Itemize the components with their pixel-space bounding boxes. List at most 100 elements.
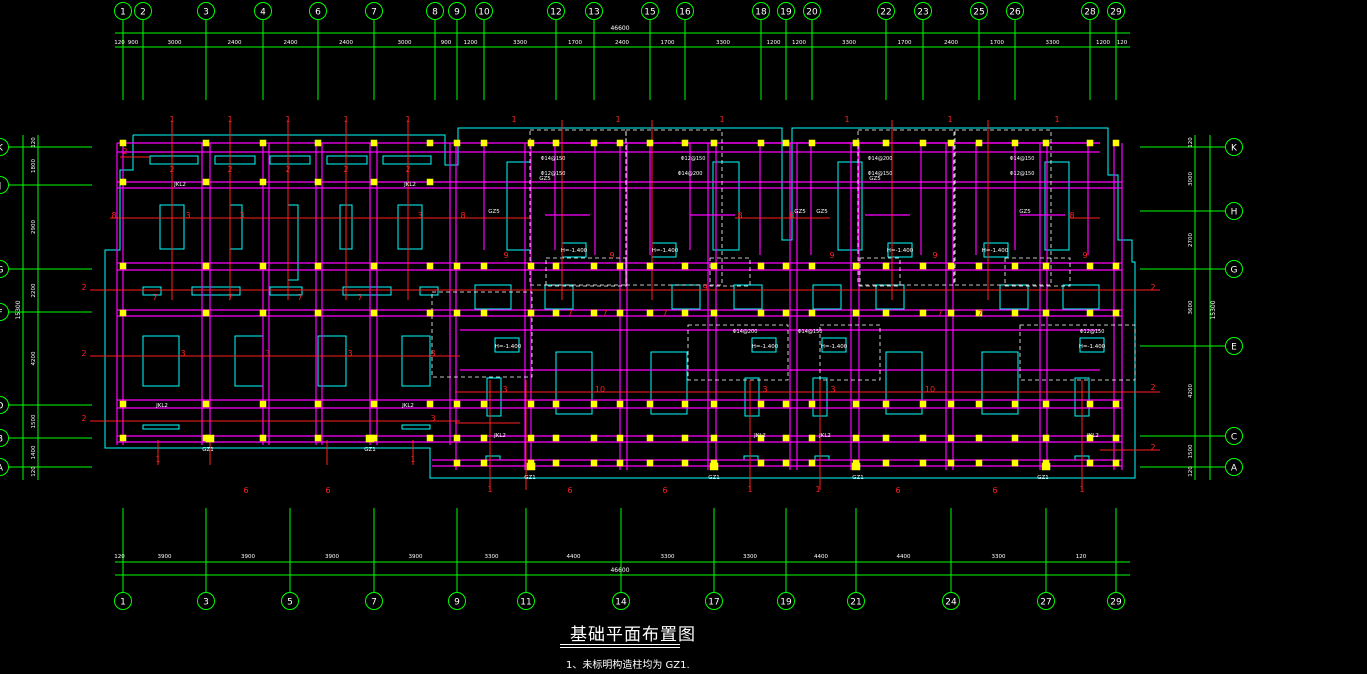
right-dim-1: 3000 — [1188, 172, 1194, 186]
column-18-2 — [852, 262, 860, 270]
right-dim-2: 2700 — [1188, 233, 1194, 247]
column-22-5 — [975, 434, 983, 442]
bottom-dim-5: 3300 — [485, 554, 499, 560]
wall-opening-32 — [342, 286, 392, 296]
wall-opening-24 — [733, 284, 763, 310]
top-axis-10-circle — [475, 2, 493, 20]
top-axis-29-circle — [1107, 2, 1125, 20]
pier-label-a-8: 1 — [844, 115, 849, 124]
pier-label-b-10: 2 — [343, 165, 348, 174]
wall-opening-51 — [821, 337, 847, 353]
elev-tag-3: H=-1.400 — [982, 248, 1009, 254]
column-12-5 — [646, 434, 654, 442]
dashed-openings — [431, 129, 1136, 381]
left-axis-B-circle — [0, 429, 9, 447]
top-axis-1-circle — [114, 2, 132, 20]
column-2-0 — [259, 139, 267, 147]
wall-opening-13 — [555, 351, 593, 415]
bottom-axis-24-label: 24 — [945, 598, 957, 608]
column-13-0 — [681, 139, 689, 147]
column-26-6 — [1112, 459, 1120, 467]
column-21-2 — [947, 262, 955, 270]
column-7-4 — [480, 400, 488, 408]
jkl-tag-0: JKL2 — [173, 182, 186, 188]
left-axis-G-label: G — [0, 266, 4, 276]
column-20-4 — [919, 400, 927, 408]
pier-label-g-8: 7 — [977, 309, 982, 318]
column-11-0 — [616, 139, 624, 147]
top-axis-8-circle — [426, 2, 444, 20]
top-axis-19-circle — [777, 2, 795, 20]
column-14-3 — [710, 309, 718, 317]
column-4-4 — [370, 400, 378, 408]
pier-label-f-1: 10 — [925, 385, 935, 394]
top-axis-12-circle — [547, 2, 565, 20]
column-0-5 — [119, 434, 127, 442]
wall-opening-18 — [744, 377, 760, 417]
rebar-tag-2: Φ14@200 — [868, 156, 893, 162]
pier-label-a-3: 1 — [343, 115, 348, 124]
rebar-tag-1: Φ12@150 — [681, 156, 706, 162]
top-dim-15: 1200 — [792, 40, 806, 46]
column-17-0 — [808, 139, 816, 147]
column-14-0 — [710, 139, 718, 147]
gz1-tag-4: GZ1 — [852, 475, 864, 481]
column-8-0 — [527, 139, 535, 147]
column-13-2 — [681, 262, 689, 270]
bottom-axis-27-circle — [1037, 592, 1055, 610]
left-dim-7: 120 — [31, 466, 37, 477]
right-axis-H-circle — [1225, 202, 1243, 220]
pier-label-a-15: 1 — [410, 455, 415, 464]
bottom-axis-17-label: 17 — [708, 598, 719, 608]
title-underline-2 — [560, 647, 680, 648]
column-9-3 — [552, 309, 560, 317]
left-dim-3: 2200 — [31, 283, 37, 297]
pier-label-f-0: 10 — [595, 385, 605, 394]
column-24-4 — [1042, 400, 1050, 408]
bottom-axis-5-circle — [281, 592, 299, 610]
column-1-0 — [202, 139, 210, 147]
column-2-4 — [259, 400, 267, 408]
top-axis-18-circle — [752, 2, 770, 20]
top-axis-25-label: 25 — [973, 8, 984, 18]
wall-opening-39 — [142, 424, 180, 430]
pier-label-c-4: 3 — [265, 349, 270, 358]
column-23-0 — [1011, 139, 1019, 147]
column-20-3 — [919, 309, 927, 317]
wall-opening-28 — [1062, 284, 1100, 310]
rebar-tag-8: Φ14@200 — [733, 329, 758, 335]
right-dim-6: 120 — [1188, 466, 1194, 477]
top-axis-6-label: 6 — [315, 8, 321, 18]
elev-tag-6: H=-1.400 — [821, 344, 848, 350]
column-22-0 — [975, 139, 983, 147]
column-9-0 — [552, 139, 560, 147]
column-12-3 — [646, 309, 654, 317]
column-0-3 — [119, 309, 127, 317]
gz5-tag-4: GZ5 — [539, 176, 551, 182]
pier-label-a-9: 1 — [947, 115, 952, 124]
wall-opening-31 — [269, 286, 303, 296]
pier-label-h-4: 9 — [932, 251, 937, 260]
wall-opening-35 — [214, 155, 256, 165]
pier-label-b-7: 2 — [169, 165, 174, 174]
top-axis-15-circle — [641, 2, 659, 20]
column-26-4 — [1112, 400, 1120, 408]
wall-opening-21 — [474, 284, 512, 310]
wall-opening-26 — [875, 284, 905, 310]
column-3-0 — [314, 139, 322, 147]
dashed-zone-0 — [529, 129, 627, 286]
pier-label-a-0: 1 — [169, 115, 174, 124]
column-9-2 — [552, 262, 560, 270]
column-20-0 — [919, 139, 927, 147]
wall-opening-33 — [419, 286, 439, 296]
pier-label-b-0: 2 — [122, 147, 127, 156]
bottom-axis-19-label: 19 — [780, 598, 792, 608]
elev-tag-2: H=-1.400 — [887, 248, 914, 254]
left-axis-B-label: B — [0, 435, 3, 445]
wall-opening-5 — [142, 335, 180, 387]
bottom-axis-1-label: 1 — [120, 598, 126, 608]
column-19-2 — [882, 262, 890, 270]
left-axis-A-circle — [0, 458, 9, 476]
elev-tag-0: H=-1.400 — [561, 248, 588, 254]
